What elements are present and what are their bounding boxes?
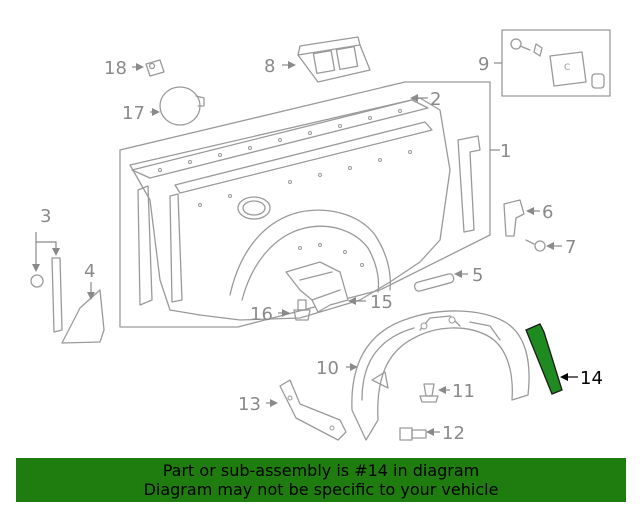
callout-4: 4: [84, 261, 95, 282]
callout-6: 6: [542, 202, 553, 223]
part-18-clip: [132, 59, 165, 77]
callout-15: 15: [370, 292, 393, 313]
part-9-kit: C: [494, 29, 611, 97]
part-12-bolt: [399, 427, 440, 441]
callout-8: 8: [264, 56, 275, 77]
callout-17: 17: [122, 103, 145, 124]
part-15-shield: [285, 261, 366, 313]
callout-2: 2: [430, 89, 441, 110]
part-14-highlighted-strip: [525, 323, 578, 395]
parts-diagram: C: [30, 29, 611, 444]
bed-side-panel: [119, 81, 491, 328]
callout-3: 3: [40, 206, 51, 227]
callout-18: 18: [104, 58, 127, 79]
callout-16: 16: [250, 304, 273, 325]
part-16-bolt: [278, 299, 311, 321]
info-banner: Part or sub-assembly is #14 in diagram D…: [16, 458, 626, 502]
callout-7: 7: [565, 237, 576, 258]
part-6-bracket: [503, 199, 540, 237]
part-10-wheel-liner: [346, 310, 530, 441]
part-13-bracket: [266, 379, 347, 441]
banner-line-1: Part or sub-assembly is #14 in diagram: [162, 461, 480, 480]
rail-holes: [158, 109, 412, 267]
svg-text:C: C: [564, 63, 570, 73]
callout-13: 13: [238, 394, 261, 415]
callout-12: 12: [442, 423, 465, 444]
part-11-clip: [419, 383, 450, 403]
callout-1: 1: [500, 141, 511, 162]
part-8-vent: [282, 36, 371, 83]
banner-line-2: Diagram may not be specific to your vehi…: [143, 480, 499, 499]
part-3-strip: [30, 232, 63, 333]
part-17-fuel-door: [150, 86, 205, 126]
callout-9: 9: [478, 54, 489, 75]
callout-labels: 1 2 3 4 5 6 7 8 9 10 11 12 13 14 15 16 1…: [40, 54, 603, 444]
part-5-seal: [413, 270, 468, 292]
callout-11: 11: [452, 381, 475, 402]
part-4-panel: [61, 282, 105, 344]
callout-5: 5: [472, 265, 483, 286]
part-7-bolt: [525, 239, 562, 252]
callout-10: 10: [316, 358, 339, 379]
callout-14: 14: [580, 368, 603, 389]
